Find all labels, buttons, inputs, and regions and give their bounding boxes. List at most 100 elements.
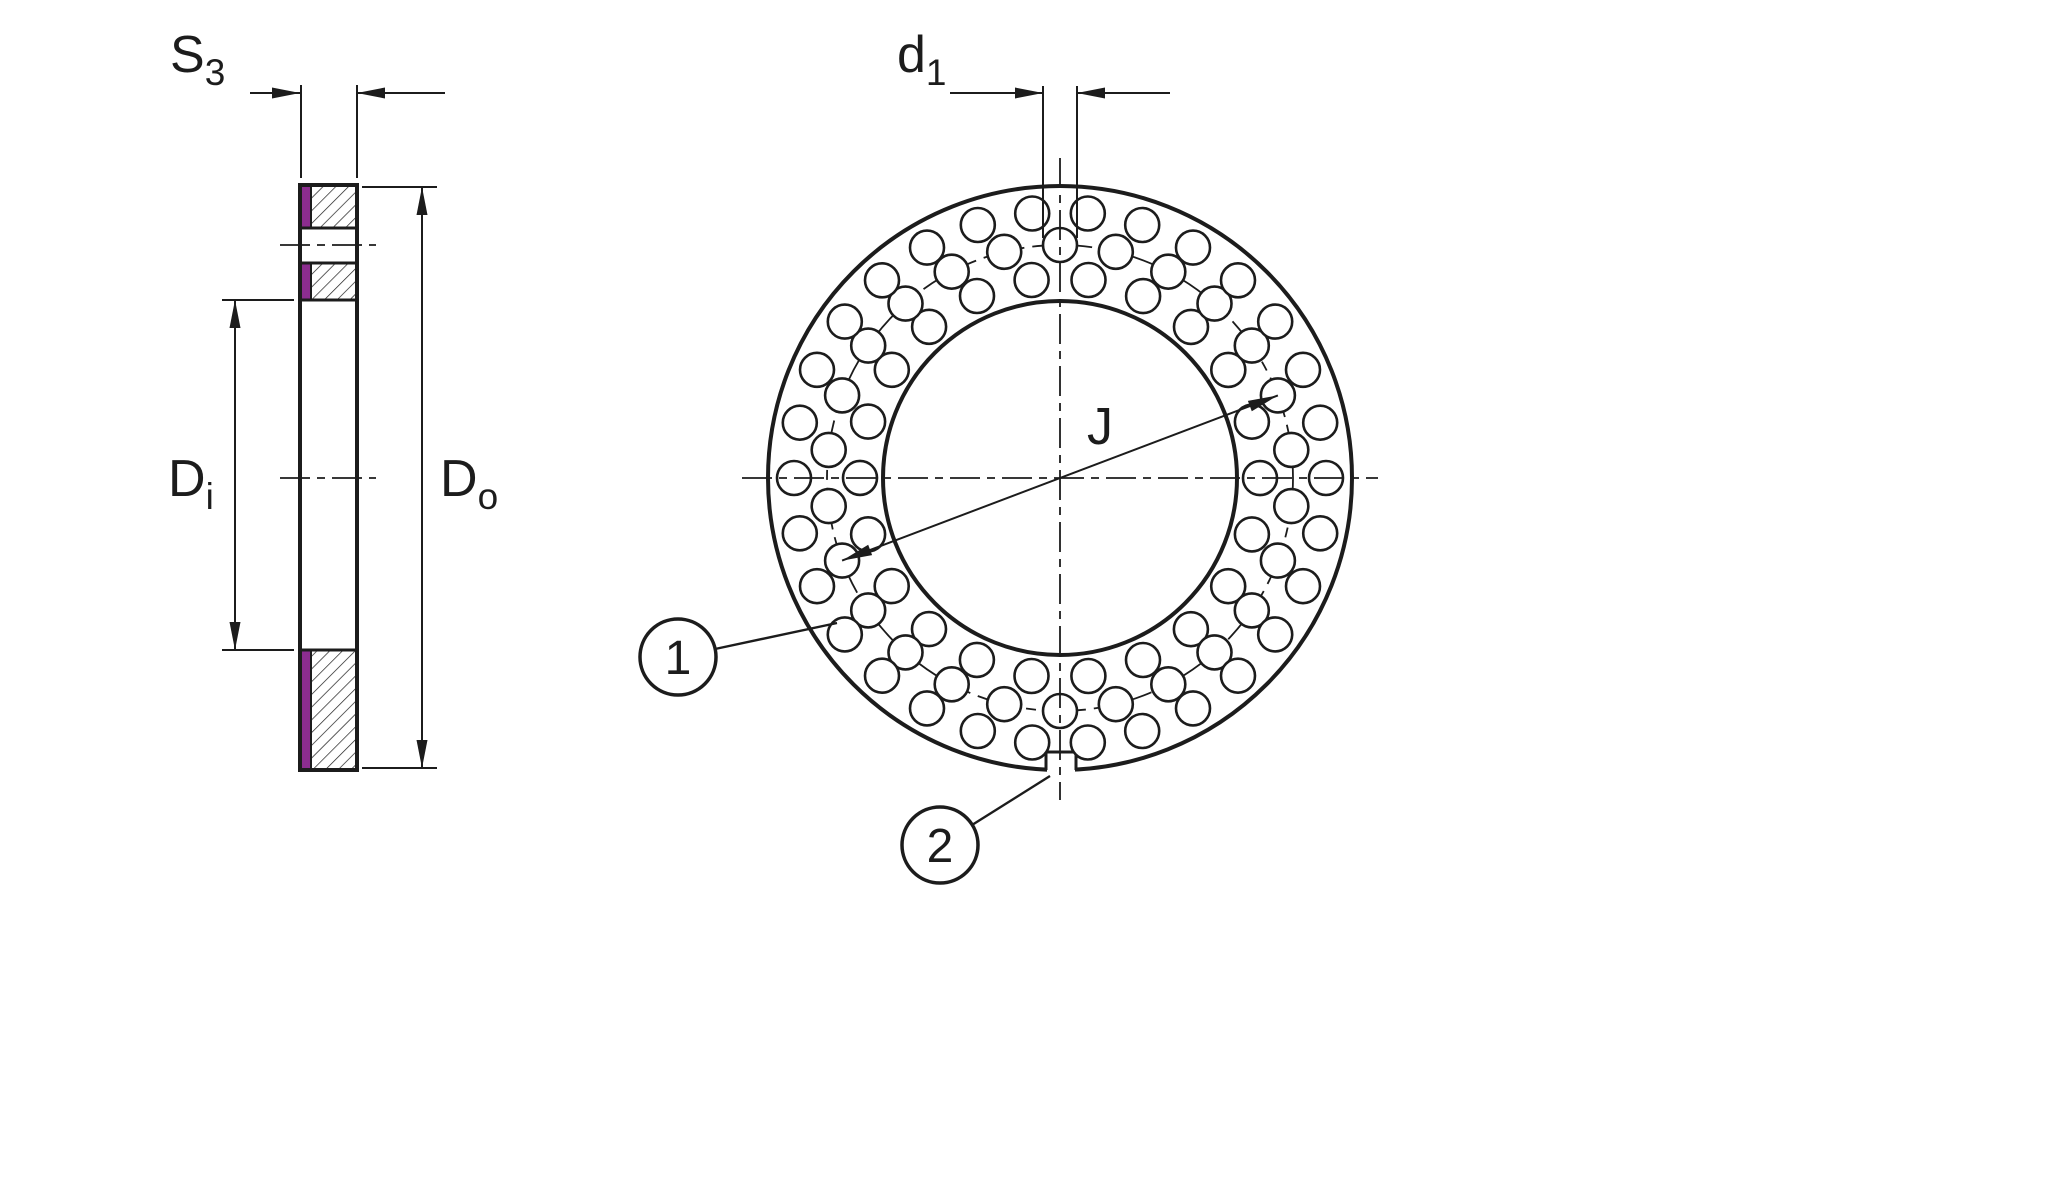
- lubrication-pocket: [1233, 592, 1271, 629]
- steel-backing-hatch-top: [311, 185, 357, 228]
- lubrication-pocket: [1172, 610, 1210, 648]
- lubrication-pocket: [1196, 634, 1233, 671]
- steel-backing-hatch-upper: [311, 263, 357, 300]
- dimension-d1: d1: [897, 26, 1170, 238]
- callout-1: 1: [638, 617, 838, 697]
- lubrication-pocket: [849, 592, 887, 629]
- j-arrow-lower: [842, 544, 873, 561]
- steel-backing-hatch-bottom: [311, 650, 357, 770]
- lubrication-pocket: [1174, 690, 1212, 727]
- lubrication-pocket: [781, 514, 819, 552]
- notch-mask: [1047, 753, 1075, 777]
- callout-2: 2: [900, 774, 1051, 885]
- do-arrow-top: [416, 187, 428, 215]
- lubrication-pocket: [1123, 712, 1161, 750]
- lubrication-pocket: [1150, 665, 1187, 703]
- lubrication-pocket: [1070, 657, 1107, 695]
- lubrication-pocket: [933, 253, 971, 291]
- lubrication-pocket: [1069, 724, 1107, 761]
- lubrication-pocket: [826, 303, 864, 340]
- section-view: S3 Di Do: [168, 26, 498, 772]
- lubrication-pocket: [1174, 229, 1212, 266]
- lubrication-pocket: [1124, 641, 1162, 679]
- d1-label: d1: [897, 26, 947, 93]
- lubrication-pocket: [823, 377, 861, 414]
- lubrication-pocket: [1013, 724, 1051, 761]
- lubrication-pocket: [1097, 233, 1135, 271]
- lubrication-pocket: [863, 261, 901, 299]
- lubrication-pocket: [1150, 253, 1187, 291]
- lubrication-pocket: [910, 308, 948, 346]
- lubrication-pocket: [910, 610, 948, 648]
- lubrication-pocket: [1273, 431, 1310, 469]
- lubrication-pocket: [887, 285, 924, 322]
- di-arrow-top: [229, 300, 241, 328]
- di-label: Di: [168, 450, 214, 517]
- lubrication-pocket: [1069, 195, 1107, 232]
- lubrication-pocket: [1233, 516, 1271, 553]
- lubrication-pocket: [1123, 206, 1161, 244]
- lubrication-pocket: [1233, 327, 1271, 364]
- lubrication-pocket: [1284, 351, 1322, 389]
- lubrication-pocket: [798, 351, 836, 389]
- lubrication-pocket: [781, 404, 819, 442]
- do-label: Do: [440, 450, 498, 517]
- lubrication-pocket: [849, 327, 887, 364]
- lubrication-pocket: [1259, 542, 1297, 579]
- j-dim-line: [841, 394, 1279, 562]
- lubrication-pocket: [933, 665, 971, 703]
- lubrication-pocket: [826, 616, 864, 653]
- lubrication-pocket: [1219, 657, 1257, 695]
- lubrication-pocket: [958, 641, 996, 679]
- lubrication-pocket: [1301, 514, 1339, 552]
- lubrication-pocket: [1013, 261, 1050, 299]
- callout-1-balloon: [638, 617, 718, 697]
- lubrication-pockets: [775, 195, 1345, 761]
- lubrication-pocket: [1210, 351, 1247, 389]
- lubrication-pocket: [1097, 685, 1135, 723]
- lubrication-pocket: [1219, 261, 1257, 299]
- callout-1-leader: [714, 621, 838, 651]
- lubrication-pocket: [959, 206, 997, 244]
- lubrication-pocket: [958, 277, 996, 315]
- dimension-s3: S3: [170, 26, 445, 178]
- callout-2-number: 2: [927, 820, 954, 873]
- d1-arrow-right: [1077, 87, 1105, 99]
- lubrication-pocket: [959, 712, 997, 750]
- lubrication-pocket: [1196, 285, 1233, 322]
- lubrication-pocket: [887, 634, 924, 671]
- front-view: J d1 1 2: [638, 26, 1378, 885]
- lubrication-pocket: [849, 403, 887, 440]
- dimension-do: Do: [362, 186, 498, 769]
- lubrication-pocket: [1209, 567, 1247, 605]
- lubrication-pocket: [1172, 308, 1210, 346]
- do-arrow-bottom: [416, 740, 428, 768]
- lubrication-pocket: [1256, 303, 1294, 340]
- lubrication-pocket: [1013, 195, 1051, 232]
- lubrication-pocket: [810, 487, 848, 525]
- lubrication-pocket: [908, 229, 946, 266]
- di-arrow-bottom: [229, 622, 241, 650]
- lubrication-pocket: [1013, 657, 1050, 695]
- lubrication-pocket: [1284, 567, 1322, 605]
- dimension-j: J: [841, 394, 1279, 562]
- dimension-di: Di: [168, 299, 294, 651]
- lubrication-pocket: [1124, 277, 1162, 315]
- lubrication-pocket: [985, 685, 1023, 723]
- lubrication-pocket: [798, 567, 836, 605]
- lubrication-pocket: [873, 351, 911, 389]
- j-label: J: [1087, 398, 1113, 456]
- lubrication-pocket: [1256, 616, 1294, 653]
- d1-arrow-left: [1015, 87, 1043, 99]
- s3-label: S3: [170, 26, 225, 93]
- s3-arrow-right: [357, 87, 385, 99]
- lubrication-pocket: [863, 657, 901, 695]
- lubrication-pocket: [873, 567, 911, 605]
- lubrication-pocket: [908, 690, 946, 727]
- lubrication-pocket: [985, 233, 1023, 271]
- callout-1-number: 1: [665, 632, 692, 685]
- lubrication-pocket: [1070, 261, 1107, 299]
- j-arrow-upper: [1247, 395, 1278, 412]
